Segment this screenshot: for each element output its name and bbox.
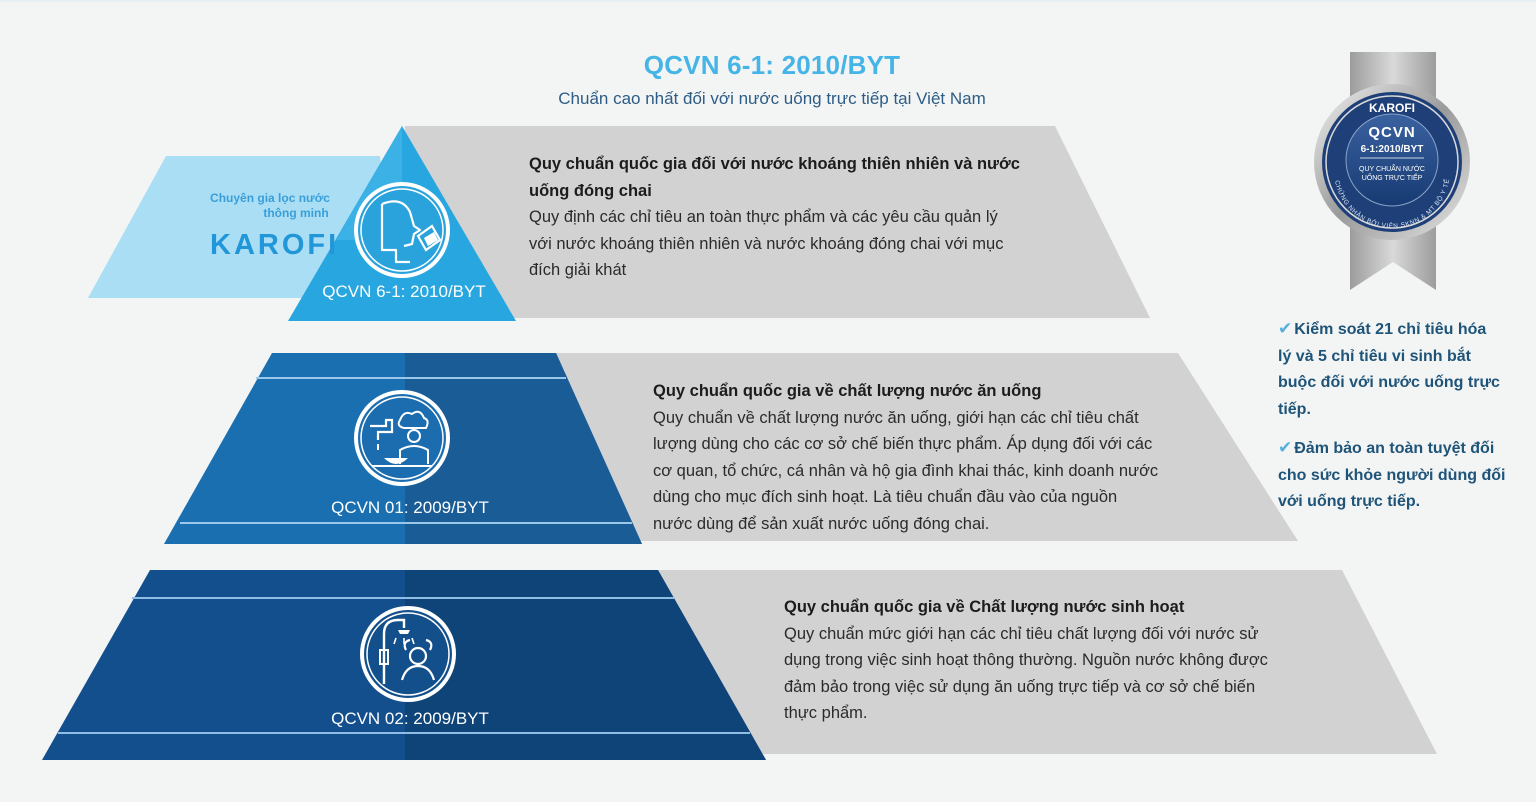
tier2-desc-line-3: cơ quan, tổ chức, cá nhân và hộ gia đình…: [653, 461, 1159, 480]
tier1-description: Quy chuẩn quốc gia đối với nước khoáng t…: [529, 151, 1049, 284]
tier1-title-line-1: Quy chuẩn quốc gia đối với nước khoáng t…: [529, 155, 1020, 173]
certification-badge: KAROFI QCVN 6-1:2010/BYT QUY CHUẨN NƯỚC …: [1314, 52, 1470, 290]
tier2-desc-line-5: nước dùng để sản xuất nước uống đóng cha…: [653, 514, 990, 533]
tier3-description: Quy chuẩn quốc gia về Chất lượng nước si…: [784, 594, 1304, 727]
check-1-line-2: lý và 5 chỉ tiêu vi sinh bắt: [1278, 347, 1471, 365]
tier1-desc-line-2: với nước khoáng thiên nhiên và nước khoá…: [529, 234, 1004, 253]
check-2-line-3: với uống trực tiếp.: [1278, 493, 1421, 510]
badge-brand: KAROFI: [1369, 101, 1415, 115]
drinking-person-icon: [354, 182, 450, 278]
brand-logo: KAROFI: [210, 229, 339, 261]
badge-line-4: UỐNG TRỰC TIẾP: [1362, 172, 1423, 182]
brand-tagline-1: Chuyên gia lọc nước: [210, 191, 330, 205]
tier3-title: Quy chuẩn quốc gia về Chất lượng nước si…: [784, 598, 1185, 616]
page-title: QCVN 6-1: 2010/BYT: [643, 50, 901, 80]
tier3-desc-line-2: dụng trong việc sinh hoạt thông thường. …: [784, 651, 1268, 669]
badge-line-2: 6-1:2010/BYT: [1361, 144, 1424, 155]
shower-person-icon: [360, 606, 456, 702]
check-item-1: ✔Kiểm soát 21 chỉ tiêu hóa lý và 5 chỉ t…: [1278, 316, 1528, 423]
check-2-line-2: cho sức khỏe người dùng đối: [1278, 466, 1506, 484]
check-1-line-3: buộc đối với nước uống trực: [1278, 374, 1500, 391]
tier1-desc-line-1: Quy định các chỉ tiêu an toàn thực phẩm …: [529, 208, 998, 226]
check-item-2: ✔Đảm bảo an toàn tuyệt đối cho sức khỏe …: [1278, 435, 1528, 516]
tier1-desc-line-3: đích giải khát: [529, 261, 627, 279]
tier3-desc-line-1: Quy chuẩn mức giới hạn các chỉ tiêu chất…: [784, 624, 1259, 643]
badge-line-3: QUY CHUẨN NƯỚC: [1359, 164, 1425, 173]
top-border: [0, 0, 1536, 2]
badge-line-1: QCVN: [1368, 124, 1415, 141]
check-icon: ✔: [1278, 438, 1293, 457]
benefit-checklist: ✔Kiểm soát 21 chỉ tiêu hóa lý và 5 chỉ t…: [1278, 316, 1528, 528]
check-2-line-1: Đảm bảo an toàn tuyệt đối: [1294, 440, 1495, 457]
tier2-label: QCVN 01: 2009/BYT: [331, 498, 489, 517]
tier2-title: Quy chuẩn quốc gia về chất lượng nước ăn…: [653, 382, 1042, 400]
tier3-label: QCVN 02: 2009/BYT: [331, 709, 489, 728]
tier1-title-line-2: uống đóng chai: [529, 181, 652, 200]
check-1-line-4: tiếp.: [1278, 400, 1311, 418]
tier1-label: QCVN 6-1: 2010/BYT: [322, 282, 485, 301]
brand-tagline-2: thông minh: [263, 206, 328, 220]
tier2-desc-line-2: lượng dùng cho các cơ sở chế biến thực p…: [653, 435, 1153, 453]
tier2-desc-line-1: Quy chuẩn về chất lượng nước ăn uống, gi…: [653, 408, 1139, 427]
tier3-desc-line-4: thực phẩm.: [784, 704, 868, 722]
tier3-desc-line-3: đảm bảo trong việc sử dụng ăn uống trực …: [784, 677, 1256, 696]
tier2-description: Quy chuẩn quốc gia về chất lượng nước ăn…: [653, 378, 1193, 537]
tier2-desc-line-4: dùng cho mục đích sinh hoạt. Là tiêu chu…: [653, 488, 1118, 506]
check-icon: ✔: [1278, 319, 1293, 338]
brand-panel: [88, 156, 398, 298]
check-1-line-1: Kiểm soát 21 chỉ tiêu hóa: [1294, 321, 1487, 338]
tier1-band: [405, 126, 1150, 318]
faucet-chef-icon: [354, 390, 450, 486]
page-subtitle: Chuẩn cao nhất đối với nước uống trực ti…: [558, 89, 986, 108]
header: QCVN 6-1: 2010/BYT Chuẩn cao nhất đối vớ…: [472, 50, 1072, 109]
